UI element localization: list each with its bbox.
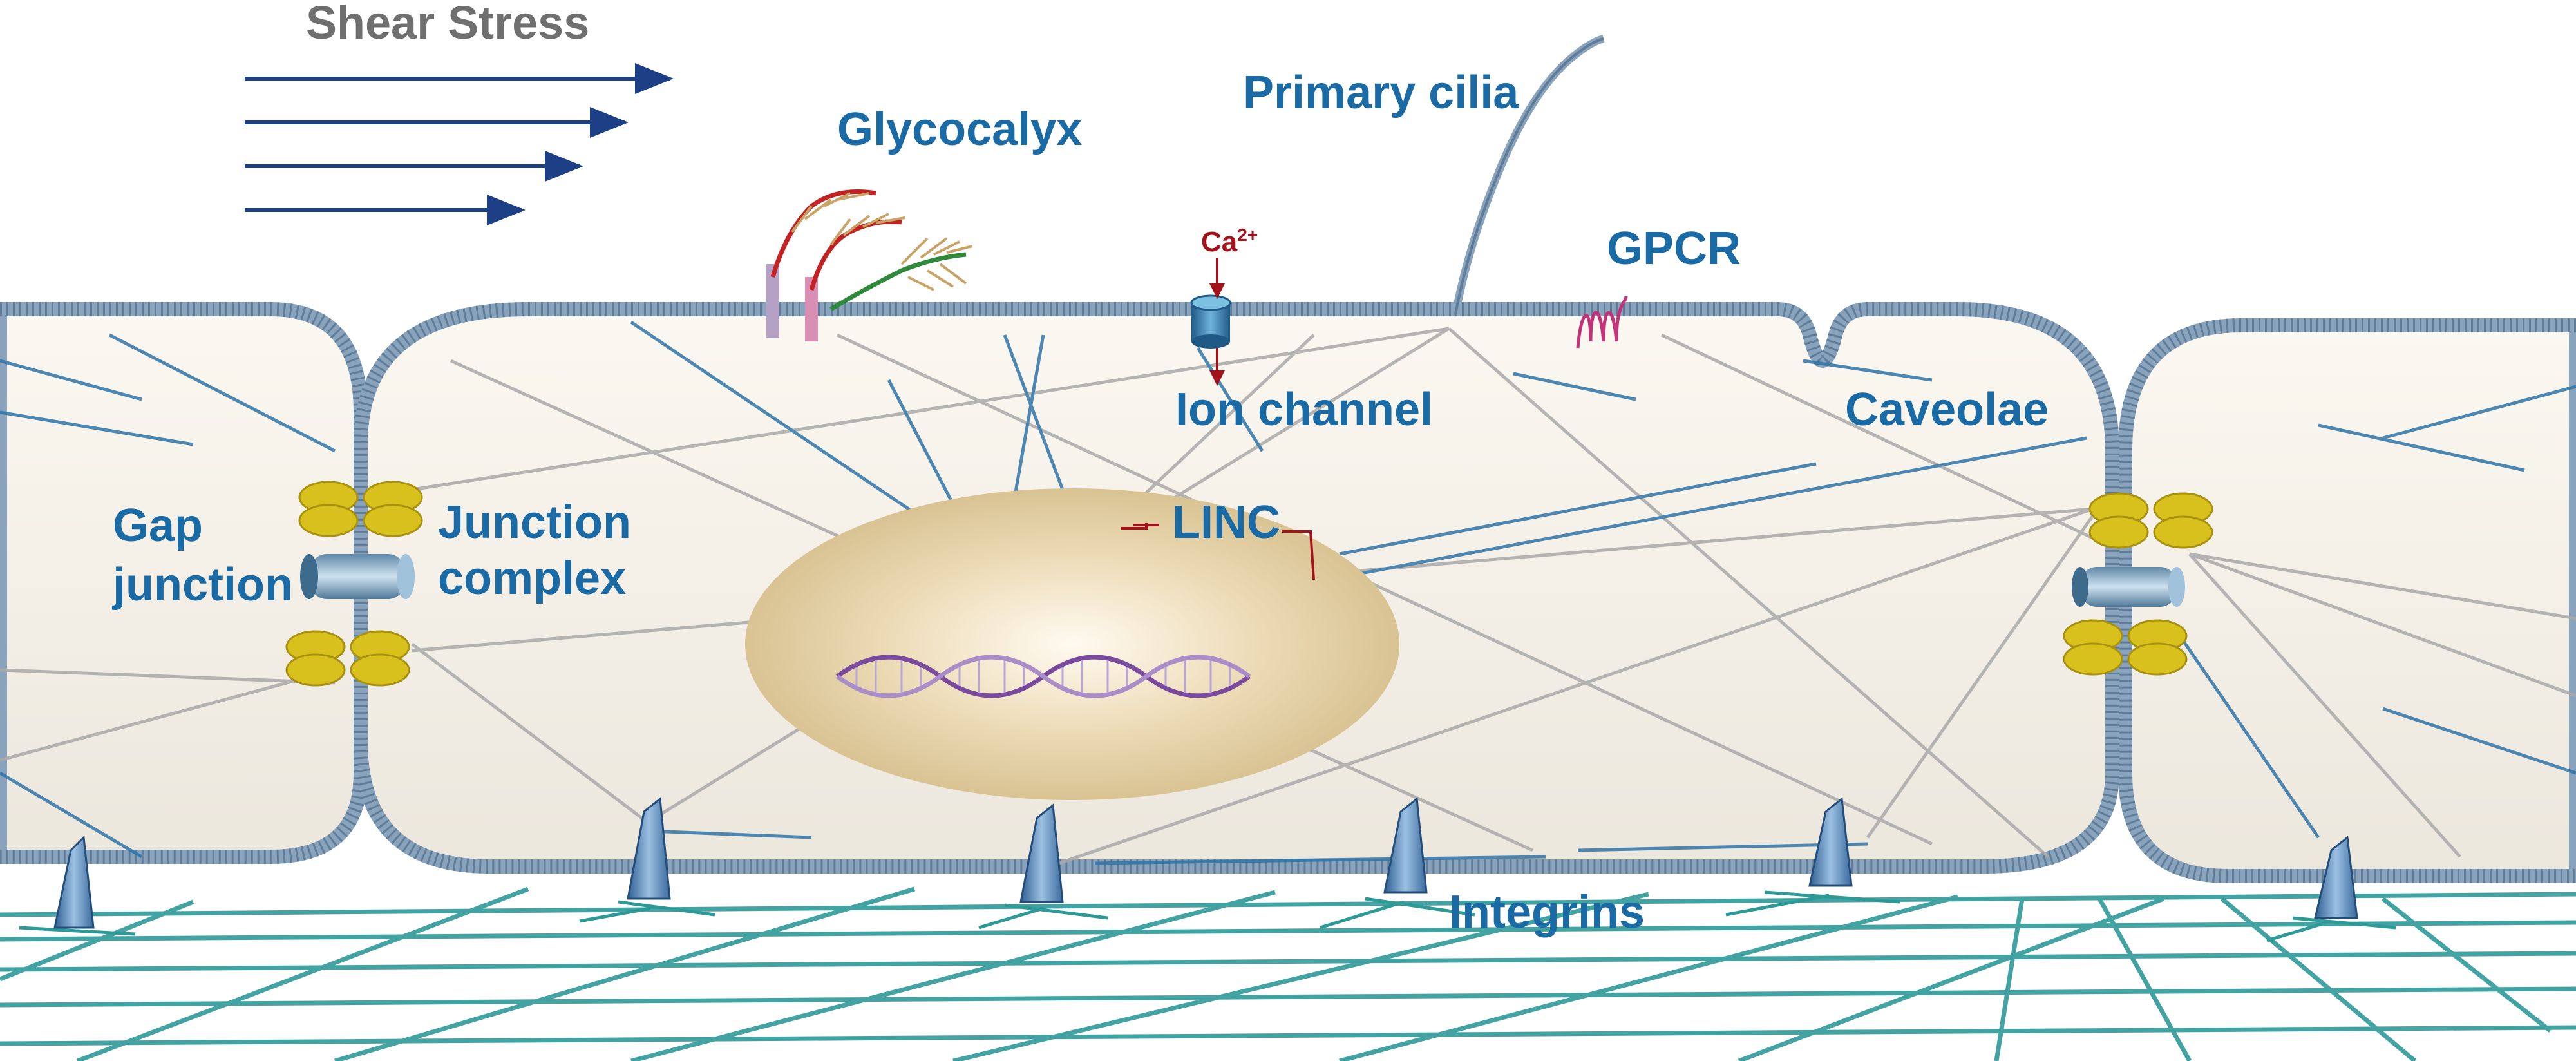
integrins (19, 797, 2396, 942)
label-junction-complex-line2: complex (438, 553, 626, 604)
right-cell (2118, 318, 2576, 883)
label-glycocalyx: Glycocalyx (837, 104, 1082, 155)
label-calcium: Ca2+ (1201, 225, 1258, 258)
label-gap-junction-line1: Gap (113, 500, 203, 551)
nucleus (745, 488, 1399, 800)
junction-complex-left (285, 481, 423, 687)
label-shear-stress: Shear Stress (306, 0, 589, 49)
label-primary-cilia: Primary cilia (1243, 67, 1519, 119)
label-gap-junction-line2: junction (111, 559, 293, 611)
label-integrins: Integrins (1449, 886, 1645, 938)
gap-junction-left (300, 554, 415, 599)
linc-bracket (1121, 523, 1315, 580)
junction-complex-right (2063, 492, 2213, 676)
glycocalyx-icon (766, 189, 973, 341)
gap-junction-right (2072, 567, 2185, 607)
primary-cilium-icon (1452, 35, 1605, 316)
shear-stress-arrows (245, 63, 674, 225)
gpcr-icon (1576, 296, 1628, 349)
label-calcium-charge: 2+ (1237, 225, 1258, 245)
diagram-labels: Shear Stress Glycocalyx Primary cilia GP… (111, 0, 2049, 938)
label-calcium-symbol: Ca (1201, 226, 1238, 258)
label-caveolae: Caveolae (1845, 384, 2049, 435)
label-linc: LINC (1172, 497, 1280, 548)
label-junction-complex-line1: Junction (438, 497, 631, 548)
ion-channel-icon (1190, 258, 1231, 386)
dna-helix-icon (835, 655, 1251, 698)
label-gpcr: GPCR (1607, 223, 1741, 274)
extracellular-matrix-grid (0, 886, 2576, 1061)
label-ion-channel: Ion channel (1175, 384, 1433, 435)
